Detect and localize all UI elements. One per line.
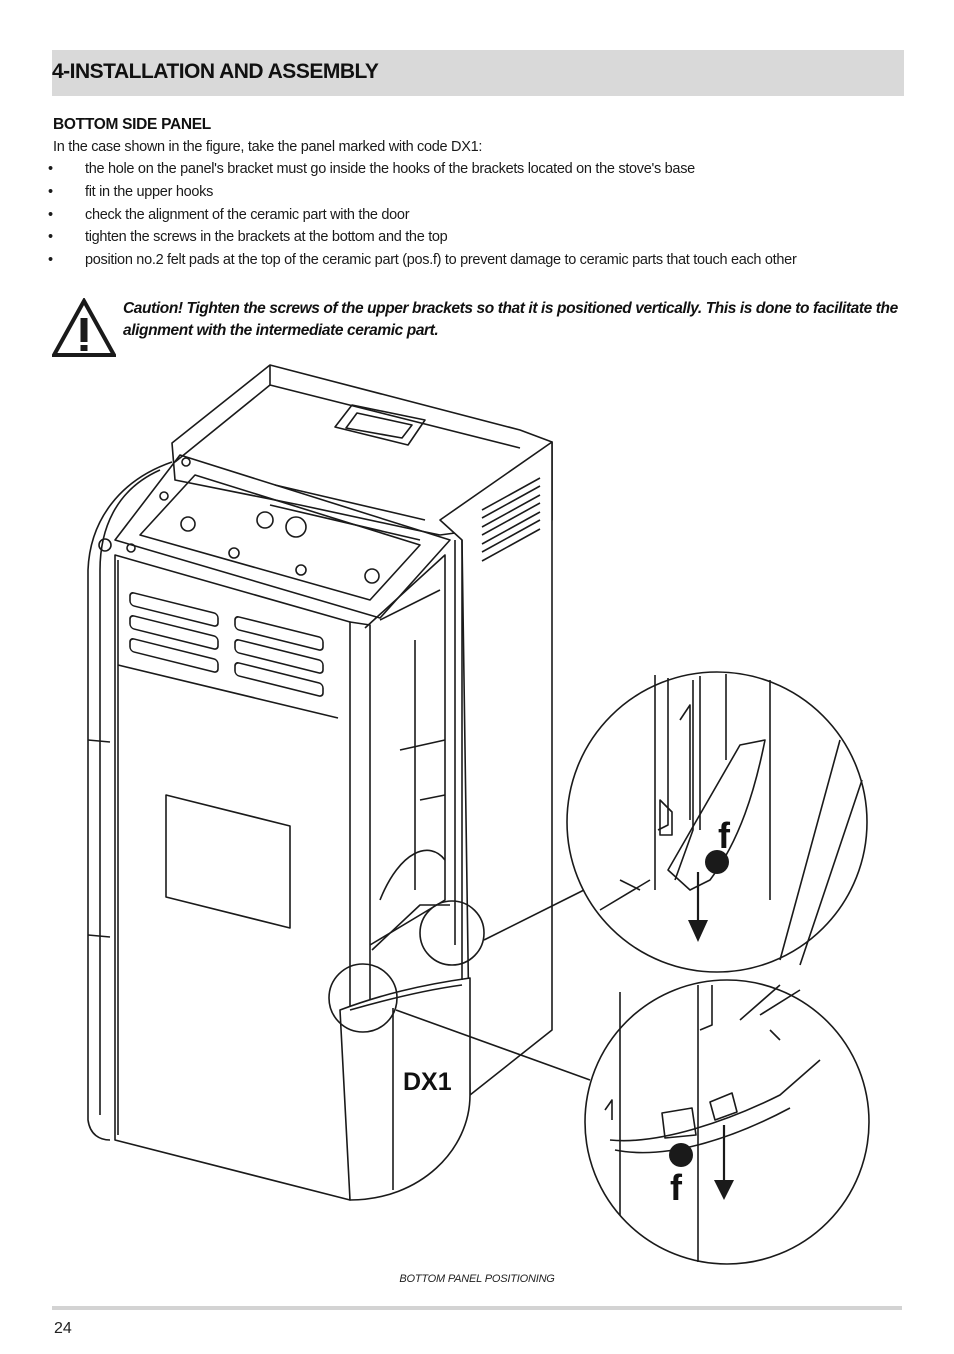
felt-pad-marker-upper bbox=[705, 850, 729, 874]
front-grilles bbox=[129, 592, 324, 697]
section-title: 4-INSTALLATION AND ASSEMBLY bbox=[52, 60, 379, 83]
side-vents bbox=[481, 477, 541, 562]
bullet-dot: • bbox=[48, 206, 53, 223]
footer-rule bbox=[52, 1306, 902, 1310]
arrow-down-icon bbox=[688, 920, 708, 942]
door-window bbox=[165, 794, 291, 929]
left-ceramic-panel bbox=[87, 461, 173, 1141]
detail-callout-small-lower bbox=[328, 963, 398, 1033]
list-item-text: check the alignment of the ceramic part … bbox=[85, 206, 410, 223]
detail-upper-contents bbox=[599, 674, 863, 966]
bullet-dot: • bbox=[48, 183, 53, 200]
inner-frame bbox=[114, 454, 451, 619]
stove-assembly-illustration: DX1 f f bbox=[87, 364, 870, 1265]
caution-text: Caution! Tighten the screws of the upper… bbox=[123, 300, 898, 339]
list-item-text: the hole on the panel's bracket must go … bbox=[85, 161, 695, 177]
bullet-dot: • bbox=[48, 252, 53, 269]
subsection-heading: BOTTOM SIDE PANEL bbox=[53, 116, 211, 133]
bullet-dot: • bbox=[48, 229, 53, 246]
stove-front-face bbox=[114, 554, 351, 1201]
felt-pad-marker-lower bbox=[669, 1143, 693, 1167]
section-header-bar: 4-INSTALLATION AND ASSEMBLY bbox=[52, 50, 904, 96]
detail-label-lower: f bbox=[670, 1167, 683, 1208]
dx1-ceramic-panel bbox=[339, 977, 471, 1201]
figure-caption: BOTTOM PANEL POSITIONING bbox=[399, 1273, 555, 1285]
felt-pad-markers bbox=[669, 850, 734, 1200]
detail-magnified-lower bbox=[584, 979, 870, 1265]
detail-callout-small-upper bbox=[419, 900, 485, 966]
detail-lower-contents bbox=[604, 984, 821, 1262]
list-item-text: position no.2 felt pads at the top of th… bbox=[85, 252, 797, 269]
control-display bbox=[334, 404, 426, 446]
page-number: 24 bbox=[54, 1320, 72, 1337]
bullet-dot: • bbox=[48, 161, 53, 177]
stove-right-side bbox=[439, 441, 553, 1096]
arrow-down-icon bbox=[714, 1180, 734, 1200]
panel-code-label: DX1 bbox=[403, 1068, 452, 1096]
intro-paragraph: In the case shown in the figure, take th… bbox=[53, 139, 483, 155]
detail-magnified-upper bbox=[566, 671, 868, 973]
list-item-text: fit in the upper hooks bbox=[85, 183, 214, 200]
detail-label-upper: f bbox=[718, 815, 731, 856]
warning-triangle-icon bbox=[52, 298, 116, 357]
list-item-text: tighten the screws in the brackets at th… bbox=[85, 229, 448, 246]
